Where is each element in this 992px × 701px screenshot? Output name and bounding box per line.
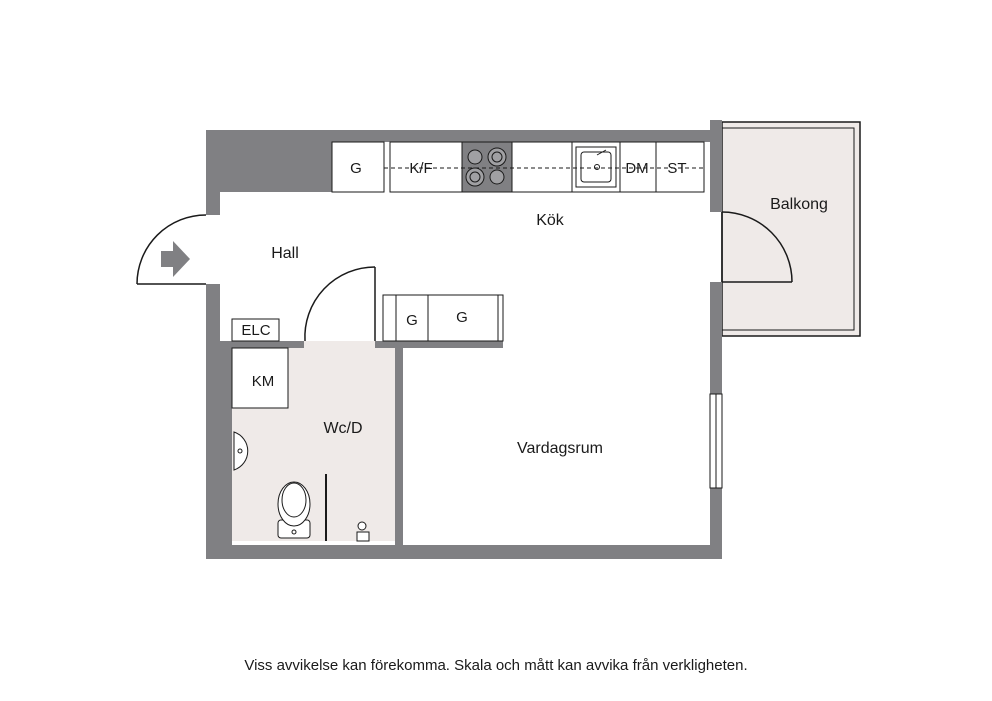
entrance-arrow-icon [161, 241, 190, 277]
floor-plan: Kök Hall Balkong Wc/D Vardagsrum G K/F D… [136, 120, 861, 559]
label-dishwasher: DM [625, 160, 648, 177]
label-electrical-cabinet: ELC [241, 322, 270, 339]
label-wardrobe-left: G [406, 312, 418, 329]
label-wardrobe-right: G [456, 309, 468, 326]
room-label-kitchen: Kök [536, 212, 565, 229]
label-storage: ST [667, 160, 686, 177]
shower-fixture-icon [356, 521, 370, 542]
washing-machine [231, 347, 289, 409]
electrical-cabinet [231, 318, 280, 342]
label-fridge-freezer: K/F [409, 160, 432, 177]
room-label-hall: Hall [271, 245, 299, 262]
room-label-living-room: Vardagsrum [517, 440, 603, 457]
entrance-door [136, 214, 207, 285]
washbasin-icon [233, 431, 249, 471]
window-living-room [709, 393, 723, 489]
stove-icon [465, 147, 507, 187]
walls [206, 120, 722, 559]
sink-icon [575, 146, 617, 188]
balcony-door [721, 211, 793, 283]
room-label-balcony: Balkong [770, 196, 828, 213]
label-wardrobe-top: G [350, 160, 362, 177]
kitchen-counter [331, 141, 705, 193]
disclaimer-text: Viss avvikelse kan förekomma. Skala och … [244, 657, 748, 674]
wardrobe-unit [382, 294, 504, 342]
toilet-icon [277, 481, 311, 539]
balcony [721, 121, 861, 337]
bathroom-door [304, 266, 376, 342]
room-label-bathroom: Wc/D [323, 420, 362, 437]
label-washing-machine: KM [252, 373, 275, 390]
